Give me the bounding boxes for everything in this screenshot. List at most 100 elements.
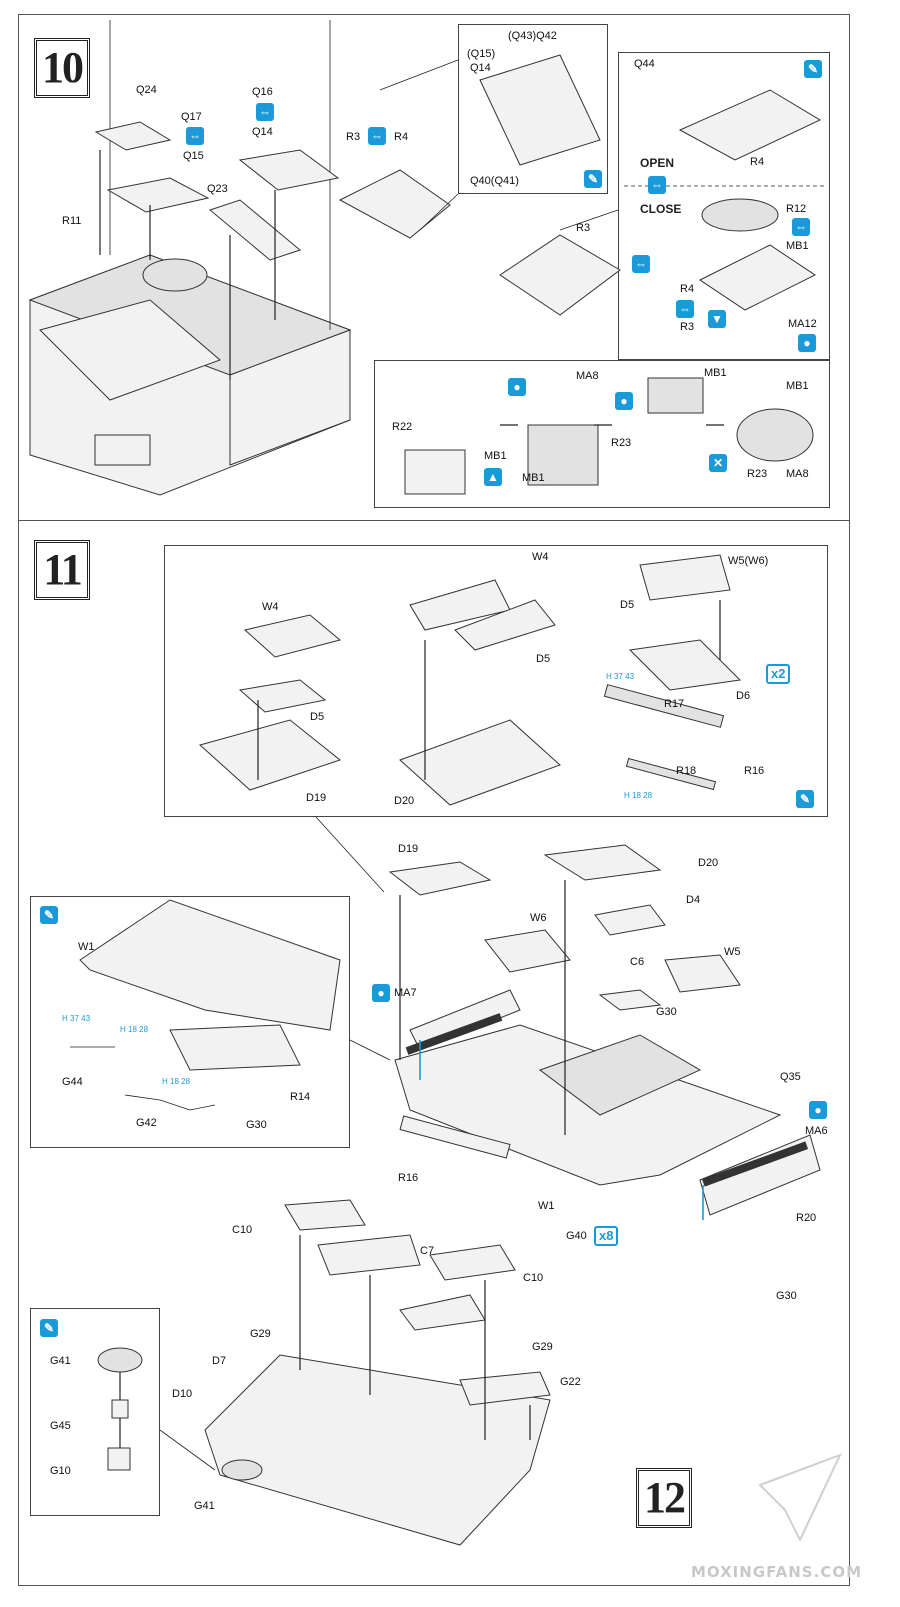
label-w1a: W1 [78,941,95,953]
label-q43q42: (Q43)Q42 [508,30,557,42]
label-r16a: R16 [744,765,765,777]
label-q23: Q23 [207,183,228,195]
label-g41a: G41 [50,1355,71,1367]
hatch-subassemblies [198,554,742,806]
label-c10a: C10 [232,1224,253,1236]
paint-icon: ● [615,392,633,410]
page-frame [18,14,850,1586]
tool-ref-h37-43-b: H 37 43 [62,1014,91,1023]
label-r4b: R4 [750,156,765,168]
label-q40q41: Q40(Q41) [470,175,519,187]
label-q24: Q24 [136,84,157,96]
label-d5b: D5 [536,653,551,665]
air-filter-steps [404,377,814,495]
label-d10: D10 [172,1388,193,1400]
part-r4-open [678,89,822,161]
label-d5c: D5 [620,599,635,611]
label-d19b: D19 [398,843,419,855]
cement-icon: ✎ [804,60,822,78]
label-r12: R12 [786,203,807,215]
label-w4b: W4 [532,551,549,563]
tool-ref-h37-43-a: H 37 43 [606,672,635,681]
paint-icon: ● [372,984,390,1002]
quantity-badge-x2: x2 [766,664,791,684]
remove-icon: ✕ [709,454,727,472]
label-r20: R20 [796,1212,817,1224]
label-r3: R3 [346,131,361,143]
label-d5a: D5 [310,711,325,723]
part-r12-grille [701,198,779,232]
label-r3c: R3 [680,321,695,333]
label-close: CLOSE [640,202,682,216]
floor-plate-assembly [204,1199,551,1546]
part-q24 [94,121,172,151]
flip-icon: ⇔ [676,300,694,318]
label-w1b: W1 [538,1200,555,1212]
label-d19a: D19 [306,792,327,804]
label-d7: D7 [212,1355,227,1367]
label-g30a: G30 [656,1006,677,1018]
label-w5w6: W5(W6) [728,555,769,567]
label-r14: R14 [290,1091,311,1103]
label-q17: Q17 [181,111,202,123]
label-mb1a: MB1 [786,240,809,252]
label-g10: G10 [50,1465,71,1477]
label-ma7: MA7 [394,987,417,999]
label-r22: R22 [392,421,413,433]
cement-icon: ✎ [796,790,814,808]
label-r17: R17 [664,698,685,710]
watermark-text: MOXINGFANS.COM [690,1563,862,1581]
label-mb1d: MB1 [484,450,507,462]
flip-icon: ⇔ [792,218,810,236]
label-g29a: G29 [250,1328,271,1340]
label-g41b: G41 [194,1500,215,1512]
tool-ref-h18-28-b: H 18 28 [120,1025,149,1034]
cement-icon: ✎ [40,1319,58,1337]
label-c6: C6 [630,956,645,968]
label-q14: Q14 [252,126,273,138]
cement-icon: ✎ [40,906,58,924]
label-d6: D6 [736,690,751,702]
label-ma6: MA6 [805,1125,828,1137]
label-q15: Q15 [183,150,204,162]
light-detail-panel [30,1308,160,1516]
hull-top-assembly [28,20,352,496]
label-q16: Q16 [252,86,273,98]
label-r11: R11 [62,215,82,227]
tool-ref-h18-28-a: H 18 28 [624,791,653,800]
flip-icon: ⇔ [256,103,274,121]
label-g30c: G30 [776,1290,797,1302]
label-r16b: R16 [398,1172,419,1184]
label-r4c: R4 [680,283,695,295]
part-hatch-detail [479,54,601,166]
label-mb1b: MB1 [704,367,727,379]
label-q14b: Q14 [470,62,491,74]
step-number-11: 11 [34,540,90,600]
rear-detail-drawing [70,899,391,1111]
label-mb1e: MB1 [522,472,545,484]
label-w5: W5 [724,946,741,958]
flip-icon: ⇔ [186,127,204,145]
watermark-plane-icon [758,1453,842,1543]
cement-icon: ✎ [584,170,602,188]
label-g30b: G30 [246,1119,267,1131]
part-r4-close [699,244,816,311]
label-g45: G45 [50,1420,71,1432]
label-r18: R18 [676,765,697,777]
part-r3-r4 [338,169,451,239]
label-g44: G44 [62,1076,83,1088]
paint-icon: ● [809,1101,827,1119]
part-q23 [208,199,302,261]
flip-icon: ⇔ [648,176,666,194]
remove-icon: ▼ [708,310,726,328]
label-r3b: R3 [576,222,591,234]
label-q15p: (Q15) [467,48,496,60]
tool-ref-h18-28-c: H 18 28 [162,1077,191,1086]
paint-icon: ● [508,378,526,396]
label-c10b: C10 [523,1272,544,1284]
step-divider-10-11 [18,520,850,521]
label-open: OPEN [640,156,675,170]
label-g22: G22 [560,1376,581,1388]
label-g40: G40 [566,1230,587,1242]
